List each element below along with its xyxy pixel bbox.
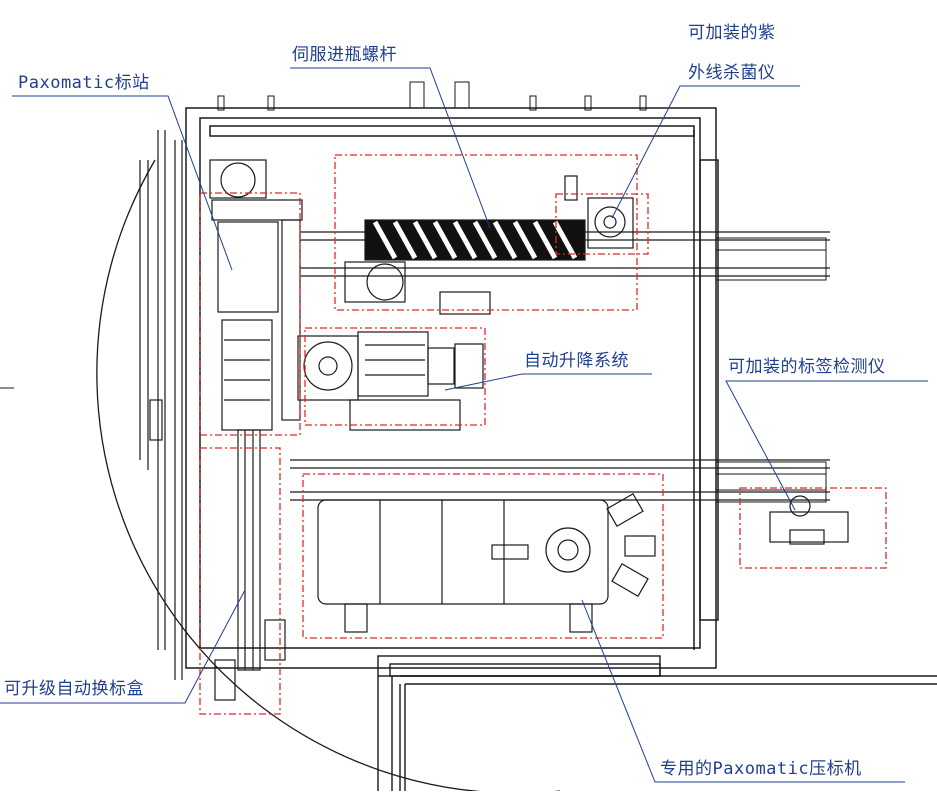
applicator-base (317, 493, 656, 633)
highlight-label-inspector (739, 487, 887, 569)
highlight-uv-unit (555, 193, 649, 255)
label-servo-screw: 伺服进瓶螺杆 (292, 45, 397, 65)
label-label-inspector: 可加装的标签检测仪 (728, 357, 886, 377)
machine-outline-arc (96, 159, 561, 794)
uv-unit (564, 175, 634, 249)
label-auto-lift: 自动升降系统 (524, 351, 629, 371)
highlight-servo-screw (334, 154, 638, 311)
servo-screw (344, 219, 586, 315)
leader-applicator (581, 599, 905, 783)
leader-auto-lift (444, 373, 652, 391)
label-inspector (769, 495, 849, 545)
highlight-label-box (199, 447, 281, 715)
highlight-applicator (302, 473, 664, 639)
outfeed-chain-top (715, 237, 827, 281)
left-frame-rails (139, 130, 183, 680)
label-paxomatic-station: Paxomatic标站 (18, 73, 150, 93)
leader-paxomatic-station (12, 95, 233, 271)
label-uv-line2: 外线杀菌仪 (688, 63, 776, 83)
leader-servo-screw (290, 67, 491, 229)
outfeed-chain-bottom (715, 461, 827, 503)
label-label-box: 可升级自动换标盒 (4, 679, 144, 699)
leader-label-box (0, 589, 246, 704)
lift-motor (297, 331, 484, 431)
highlight-boxes (199, 154, 887, 715)
highlight-label-station (199, 192, 301, 436)
label-station-column (209, 159, 303, 701)
label-uv-line1: 可加装的紫 (688, 23, 776, 43)
leader-uv (611, 85, 800, 219)
top-posts (217, 81, 647, 111)
leader-label-inspector (725, 380, 928, 511)
label-applicator: 专用的Paxomatic压标机 (660, 759, 862, 779)
callout-leaders (0, 67, 928, 783)
highlight-auto-lift (304, 327, 486, 426)
bottom-door-frame (377, 655, 937, 791)
